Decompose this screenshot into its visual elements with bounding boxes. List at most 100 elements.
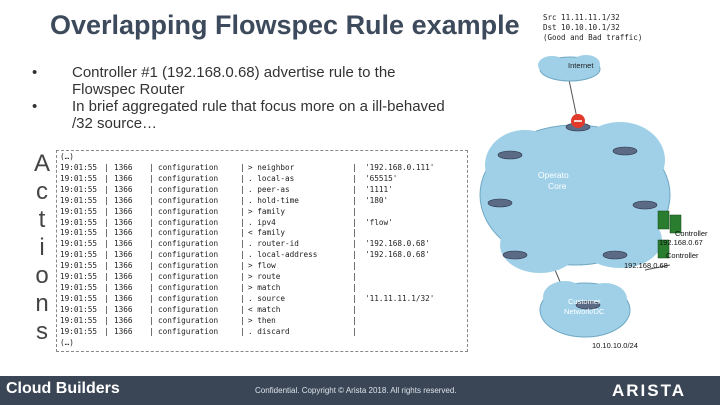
log-config: configuration — [158, 217, 219, 227]
log-sep: | — [352, 195, 357, 205]
log-sep: | — [352, 184, 357, 194]
log-time: 19:01:55 — [60, 261, 98, 271]
router-icon — [575, 300, 601, 310]
log-config: configuration — [158, 261, 219, 271]
side-letter: c — [36, 178, 48, 205]
log-config: configuration — [158, 228, 219, 238]
customer-label-1: Customer — [568, 297, 601, 306]
log-sep: | — [149, 195, 154, 205]
log-config: configuration — [158, 239, 219, 249]
log-operation: > neighbor — [248, 163, 295, 172]
log-sep: | — [352, 315, 357, 325]
side-letter: t — [38, 206, 46, 233]
log-sep: | — [352, 282, 357, 292]
log-sep: | — [240, 261, 245, 271]
bullet-item: • In brief aggregated rule that focus mo… — [32, 98, 462, 132]
log-operation: . local-address — [248, 250, 318, 260]
operator-core-label-1: Operato — [538, 170, 569, 180]
log-head: (…) — [60, 152, 74, 161]
log-sep: | — [240, 272, 245, 281]
log-sep: | — [104, 195, 109, 205]
router-icon — [487, 198, 513, 208]
log-sep: | — [352, 239, 357, 249]
log-sep: | — [104, 272, 109, 281]
log-value: 'flow' — [365, 217, 393, 227]
side-letter: o — [35, 262, 49, 289]
log-sep: | — [104, 217, 109, 227]
log-sep: | — [104, 315, 109, 325]
log-pid: 1366 — [114, 261, 133, 271]
log-pid: 1366 — [114, 163, 133, 172]
log-config: configuration — [158, 293, 219, 303]
log-sep: | — [352, 272, 357, 281]
log-sep: | — [352, 261, 357, 271]
log-time: 19:01:55 — [60, 304, 98, 314]
slide-title: Overlapping Flowspec Rule example — [50, 10, 520, 40]
log-sep: | — [149, 326, 154, 336]
log-pid: 1366 — [114, 239, 133, 249]
log-time: 19:01:55 — [60, 206, 98, 216]
log-time: 19:01:55 — [60, 326, 98, 336]
log-time: 19:01:55 — [60, 195, 98, 205]
log-sep: | — [149, 163, 154, 172]
log-value: '11.11.11.1/32' — [365, 293, 435, 303]
log-config: configuration — [158, 282, 219, 292]
log-sep: | — [104, 228, 109, 238]
log-config: configuration — [158, 195, 219, 205]
traffic-legend: Src 11.11.11.1/32 Dst 10.10.10.1/32 (Goo… — [543, 13, 642, 43]
log-value: '192.168.0.68' — [365, 239, 430, 249]
log-pid: 1366 — [114, 304, 133, 314]
log-value: '180' — [365, 195, 389, 205]
bullet-marker: • — [32, 64, 38, 81]
log-time: 19:01:55 — [60, 228, 98, 238]
controller-68-label-2: 192.168.0.68 — [624, 261, 668, 270]
log-sep: | — [149, 228, 154, 238]
customer-label-2: Network/DC — [564, 307, 605, 316]
side-letter: s — [36, 318, 48, 345]
log-sep: | — [352, 217, 357, 227]
log-pid: 1366 — [114, 282, 133, 292]
router-icon — [497, 150, 523, 160]
log-pid: 1366 — [114, 272, 133, 281]
log-time: 19:01:55 — [60, 315, 98, 325]
side-letter: n — [35, 290, 49, 317]
log-sep: | — [352, 293, 357, 303]
log-operation: . peer-as — [248, 184, 290, 194]
bullet-list: • Controller #1 (192.168.0.68) advertise… — [32, 64, 462, 132]
log-sep: | — [149, 173, 154, 183]
log-sep: | — [240, 315, 245, 325]
legend-traffic: (Good and Bad traffic) — [543, 33, 643, 42]
log-config: configuration — [158, 326, 219, 336]
bullet-text: In brief aggregated rule that focus more… — [72, 98, 445, 132]
log-sep: | — [352, 173, 357, 183]
log-pid: 1366 — [114, 195, 133, 205]
log-sep: | — [240, 206, 245, 216]
log-time: 19:01:55 — [60, 250, 98, 260]
footer-bar: Cloud Builders Confidential. Copyright ©… — [0, 376, 720, 405]
log-value: '192.168.0.111' — [365, 163, 435, 172]
log-sep: | — [104, 184, 109, 194]
routers — [487, 122, 658, 310]
log-sep: | — [104, 293, 109, 303]
log-pid: 1366 — [114, 173, 133, 183]
log-pid: 1366 — [114, 326, 133, 336]
controller-67-label-1: Controller — [675, 229, 708, 238]
log-sep: | — [352, 326, 357, 336]
legend-src: Src 11.11.11.1/32 — [543, 13, 620, 22]
log-sep: | — [104, 163, 109, 172]
log-sep: | — [352, 206, 357, 216]
log-sep: | — [149, 206, 154, 216]
log-sep: | — [149, 304, 154, 314]
controller-67-label-2: 192.168.0.67 — [659, 238, 703, 247]
log-operation: > flow — [248, 261, 276, 271]
log-pid: 1366 — [114, 217, 133, 227]
log-time: 19:01:55 — [60, 163, 98, 172]
log-operation: < match — [248, 304, 281, 314]
log-time: 19:01:55 — [60, 173, 98, 183]
log-sep: | — [240, 293, 245, 303]
controller-68-label-1: Controller — [666, 251, 699, 260]
log-operation: . ipv4 — [248, 217, 276, 227]
log-operation: > family — [248, 206, 286, 216]
log-operation: . hold-time — [248, 195, 299, 205]
log-sep: | — [104, 173, 109, 183]
